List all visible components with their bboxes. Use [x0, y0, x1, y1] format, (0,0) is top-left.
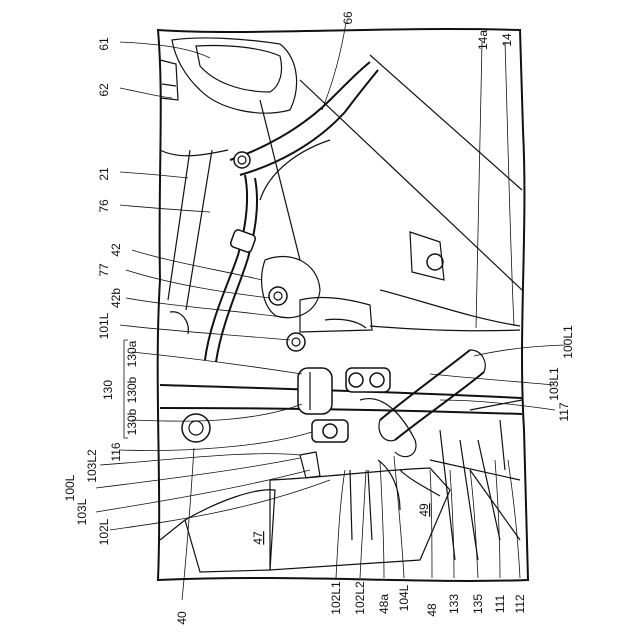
label-101L: 101L	[97, 312, 111, 339]
label-102L2: 102L2	[353, 581, 367, 615]
label-111: 111	[493, 595, 507, 614]
label-103L1: 103L1	[547, 367, 561, 401]
label-66: 66	[341, 11, 355, 25]
label-42b: 42b	[109, 288, 123, 308]
label-14a: 14a	[476, 30, 490, 50]
label-40: 40	[175, 611, 189, 625]
label-130b-top: 130b	[125, 376, 139, 403]
label-49: 49	[417, 503, 431, 517]
label-61: 61	[97, 37, 111, 51]
label-130: 130	[101, 380, 115, 400]
label-130b-bottom: 130b	[125, 408, 139, 435]
label-135: 135	[471, 594, 485, 614]
label-21: 21	[97, 167, 111, 181]
label-116: 116	[109, 442, 123, 461]
label-103L: 103L	[75, 498, 89, 525]
label-100L1: 100L1	[561, 325, 575, 359]
label-76: 76	[97, 199, 111, 213]
label-112: 112	[513, 594, 527, 613]
label-77: 77	[97, 263, 111, 277]
label-48: 48	[425, 603, 439, 617]
label-47: 47	[251, 531, 265, 545]
label-133: 133	[447, 594, 461, 614]
label-104L: 104L	[397, 584, 411, 611]
label-102L: 102L	[97, 518, 111, 545]
label-100L: 100L	[63, 474, 77, 501]
label-14: 14	[500, 33, 514, 47]
label-130a: 130a	[125, 340, 139, 367]
label-103L2: 103L2	[85, 449, 99, 483]
drawing-body	[158, 29, 528, 581]
label-48a: 48a	[377, 594, 391, 614]
label-102L1: 102L1	[329, 581, 343, 615]
label-62: 62	[97, 83, 111, 97]
label-42: 42	[109, 243, 123, 257]
label-117: 117	[557, 402, 571, 421]
